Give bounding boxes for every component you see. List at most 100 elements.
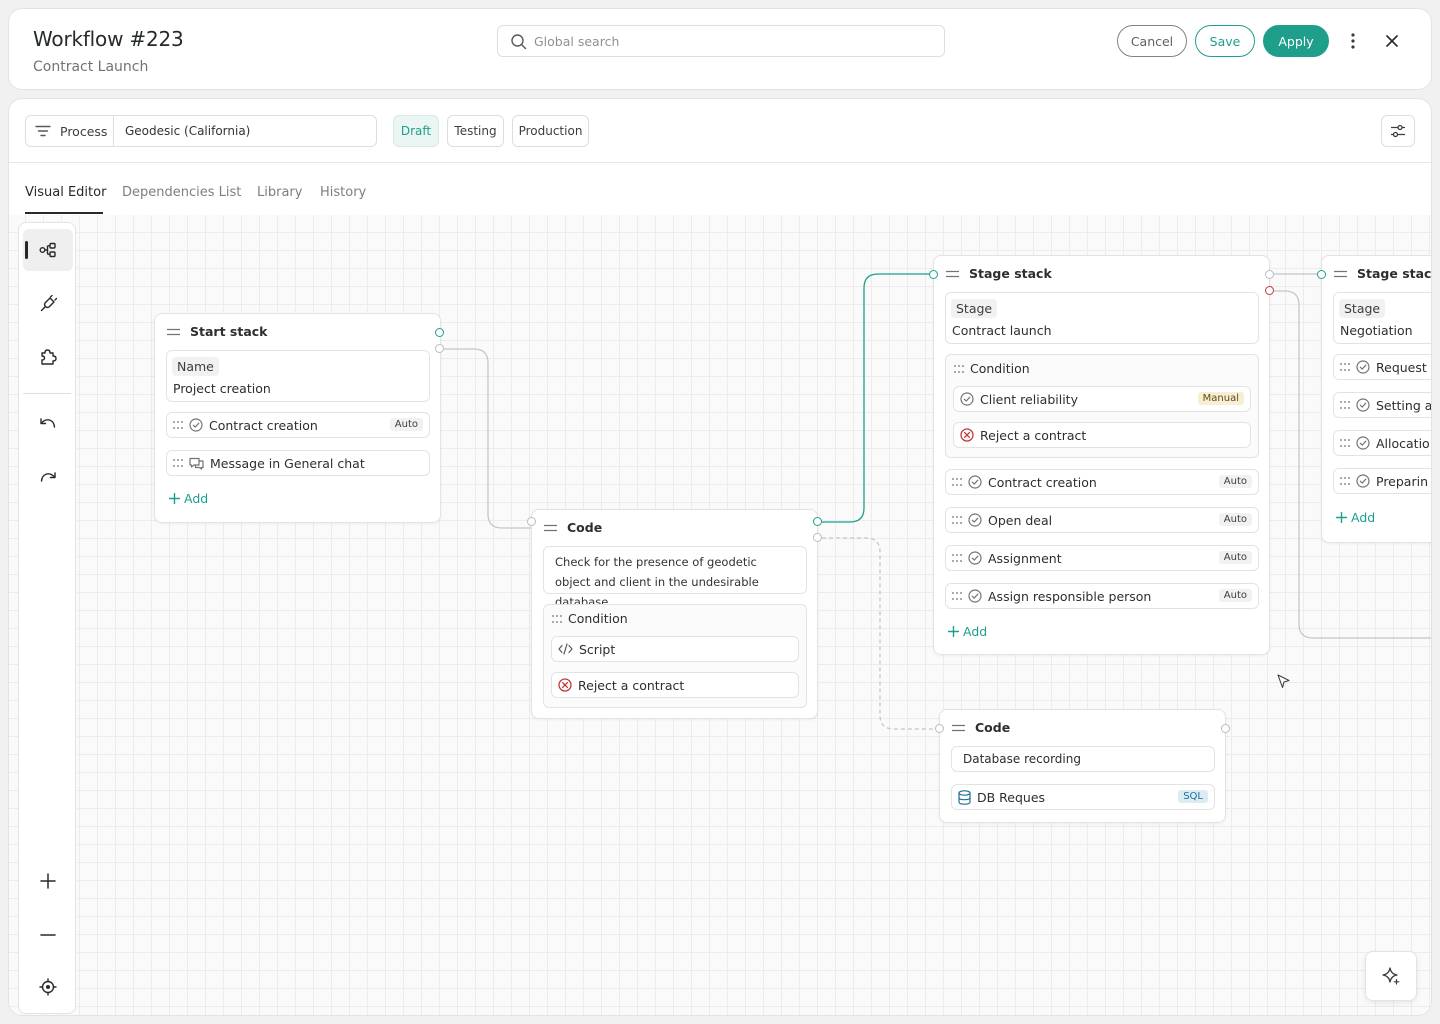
condition-item[interactable]: Client reliability Manual: [953, 386, 1251, 412]
check-circle-icon: [1356, 360, 1370, 374]
more-options-button[interactable]: [1341, 29, 1365, 53]
code-description[interactable]: Check for the presence of geodetic objec…: [543, 546, 807, 609]
locate-button[interactable]: [23, 966, 73, 1008]
drag-handle-icon[interactable]: [952, 724, 965, 732]
redo-button[interactable]: [23, 457, 73, 499]
undo-button[interactable]: [23, 403, 73, 445]
script-item[interactable]: Script: [551, 636, 799, 662]
list-item[interactable]: Setting a: [1333, 392, 1431, 418]
active-tool-indicator: [25, 241, 28, 259]
tab-dependencies-list[interactable]: Dependencies List: [122, 185, 242, 200]
search-input[interactable]: [534, 26, 934, 56]
add-item-button[interactable]: Add: [948, 624, 987, 639]
settings-filter-button[interactable]: [1381, 115, 1415, 147]
list-item[interactable]: Allocatio: [1333, 430, 1431, 456]
auto-badge: Auto: [1218, 589, 1252, 602]
stage-output-port[interactable]: [1265, 270, 1274, 279]
ai-assistant-button[interactable]: [1365, 951, 1417, 1001]
tool-divider: [23, 393, 71, 394]
reject-icon: [558, 678, 572, 692]
list-item[interactable]: Contract creation Auto: [945, 469, 1259, 495]
reject-item[interactable]: Reject a contract: [551, 672, 799, 698]
tool-puzzle[interactable]: [23, 336, 73, 378]
check-circle-icon: [1356, 398, 1370, 412]
env-draft-button[interactable]: Draft: [393, 115, 439, 147]
process-selector[interactable]: Process Geodesic (California): [25, 115, 377, 147]
start-stack-node[interactable]: Start stack Name Project creation Contra…: [154, 313, 441, 523]
drag-handle-icon[interactable]: [946, 270, 959, 278]
drag-handle-icon[interactable]: [167, 328, 180, 336]
env-production-button[interactable]: Production: [512, 115, 589, 147]
stage-input-port[interactable]: [929, 270, 938, 279]
stage-stack-node-negotiation[interactable]: Stage stack Stage Negotiation Request Se…: [1321, 255, 1431, 543]
name-field[interactable]: Name Project creation: [166, 350, 430, 402]
workflow-header: Workflow #223 Contract Launch Cancel Sav…: [8, 8, 1432, 90]
stage-field[interactable]: Stage Negotiation: [1333, 292, 1431, 344]
process-label-cell: Process: [26, 116, 114, 146]
grip-dots-icon: [1340, 439, 1350, 447]
list-item[interactable]: Message in General chat: [166, 450, 430, 476]
tool-plug[interactable]: [23, 283, 73, 325]
more-vertical-icon: [1351, 33, 1355, 49]
check-circle-icon: [1356, 436, 1370, 450]
tab-visual-editor[interactable]: Visual Editor: [25, 185, 107, 200]
code-value-field[interactable]: Database recording: [951, 746, 1215, 772]
tool-flow[interactable]: [23, 229, 73, 271]
stage-reject-port[interactable]: [1265, 286, 1274, 295]
env-testing-button[interactable]: Testing: [447, 115, 504, 147]
editor-tabs: Visual Editor Dependencies List Library …: [9, 163, 1431, 215]
code-node[interactable]: Code Check for the presence of geodetic …: [531, 509, 818, 719]
item-label: Assign responsible person: [988, 588, 1152, 604]
puzzle-icon: [41, 349, 57, 365]
list-item[interactable]: Assign responsible person Auto: [945, 583, 1259, 609]
code-output-port[interactable]: [813, 517, 822, 526]
db-request-item[interactable]: DB Reques SQL: [951, 784, 1215, 810]
grip-dots-icon: [1340, 401, 1350, 409]
auto-badge: Auto: [1218, 475, 1252, 488]
code-node-database[interactable]: Code Database recording DB Reques SQL: [939, 709, 1226, 823]
list-item[interactable]: Request: [1333, 354, 1431, 380]
list-item[interactable]: Assignment Auto: [945, 545, 1259, 571]
add-item-button[interactable]: Add: [1336, 510, 1375, 525]
workflow-canvas[interactable]: Start stack Name Project creation Contra…: [9, 215, 1431, 1015]
plus-icon: [948, 626, 959, 637]
cancel-button[interactable]: Cancel: [1117, 25, 1187, 57]
grip-dots-icon: [952, 478, 962, 486]
item-label: Reject a contract: [578, 677, 685, 693]
save-button[interactable]: Save: [1195, 25, 1255, 57]
start-output-port[interactable]: [435, 328, 444, 337]
drag-handle-icon[interactable]: [544, 524, 557, 532]
code-input-port[interactable]: [527, 517, 536, 526]
code2-output-port[interactable]: [1221, 724, 1230, 733]
code2-input-port[interactable]: [935, 724, 944, 733]
reject-item[interactable]: Reject a contract: [953, 422, 1251, 448]
locate-icon: [39, 978, 57, 996]
list-item[interactable]: Open deal Auto: [945, 507, 1259, 533]
auto-badge: Auto: [389, 418, 423, 431]
close-button[interactable]: [1380, 29, 1404, 53]
start-secondary-port[interactable]: [435, 344, 444, 353]
add-item-button[interactable]: Add: [169, 491, 208, 506]
name-tag: Name: [172, 357, 219, 376]
drag-handle-icon[interactable]: [1334, 270, 1347, 278]
code-secondary-port[interactable]: [813, 533, 822, 542]
zoom-out-button[interactable]: [23, 914, 73, 956]
node-title: Stage stack: [969, 266, 1052, 281]
tab-history[interactable]: History: [320, 185, 367, 200]
stage2-input-port[interactable]: [1317, 270, 1326, 279]
stage-stack-node[interactable]: Stage stack Stage Contract launch Condit…: [933, 255, 1270, 655]
item-label: Preparin: [1376, 473, 1429, 489]
process-value[interactable]: Geodesic (California): [125, 124, 251, 138]
apply-button[interactable]: Apply: [1263, 25, 1329, 57]
list-item[interactable]: Preparin: [1333, 468, 1431, 494]
condition-title: Condition: [568, 611, 628, 626]
connector-start-to-code: [444, 348, 531, 529]
global-search[interactable]: [497, 25, 945, 57]
process-toolbar: Process Geodesic (California) Draft Test…: [9, 99, 1431, 163]
stage-field[interactable]: Stage Contract launch: [945, 292, 1259, 344]
connector-code-to-code2: [822, 537, 935, 730]
list-item[interactable]: Contract creation Auto: [166, 412, 430, 438]
description-text: Check for the presence of geodetic objec…: [555, 555, 759, 609]
zoom-in-button[interactable]: [23, 860, 73, 902]
tab-library[interactable]: Library: [257, 185, 303, 200]
